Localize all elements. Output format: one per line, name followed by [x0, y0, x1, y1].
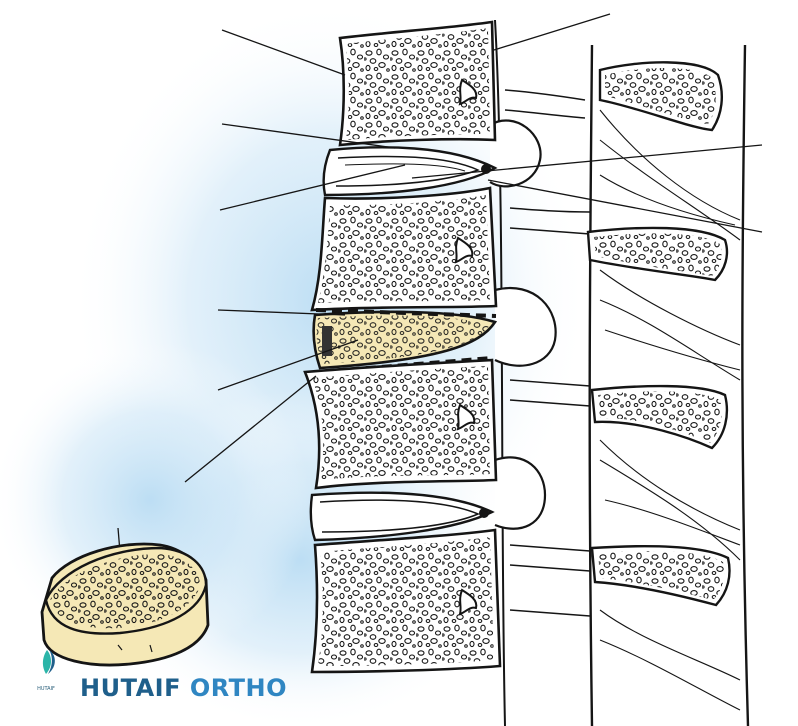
- foramen-openings: [489, 119, 557, 530]
- logo-caption: HUTAIF: [37, 686, 55, 692]
- bone-graft-block: [40, 542, 210, 667]
- posterior-column: [586, 44, 750, 726]
- intervertebral-disc-2: [309, 491, 495, 542]
- brand-word-1: HUTAIF: [80, 674, 181, 702]
- vertebra-4: [310, 528, 502, 674]
- brand-watermark: HUTAIF ORTHO: [80, 674, 287, 702]
- vertebra-3: [303, 358, 498, 490]
- label-leader-lines: [117, 13, 763, 601]
- vertebra-2: [310, 186, 498, 312]
- canal-curves: [504, 89, 591, 617]
- spine-logo-icon: [42, 650, 55, 674]
- brand-word-2: ORTHO: [189, 674, 288, 702]
- vertebra-1: [338, 20, 497, 147]
